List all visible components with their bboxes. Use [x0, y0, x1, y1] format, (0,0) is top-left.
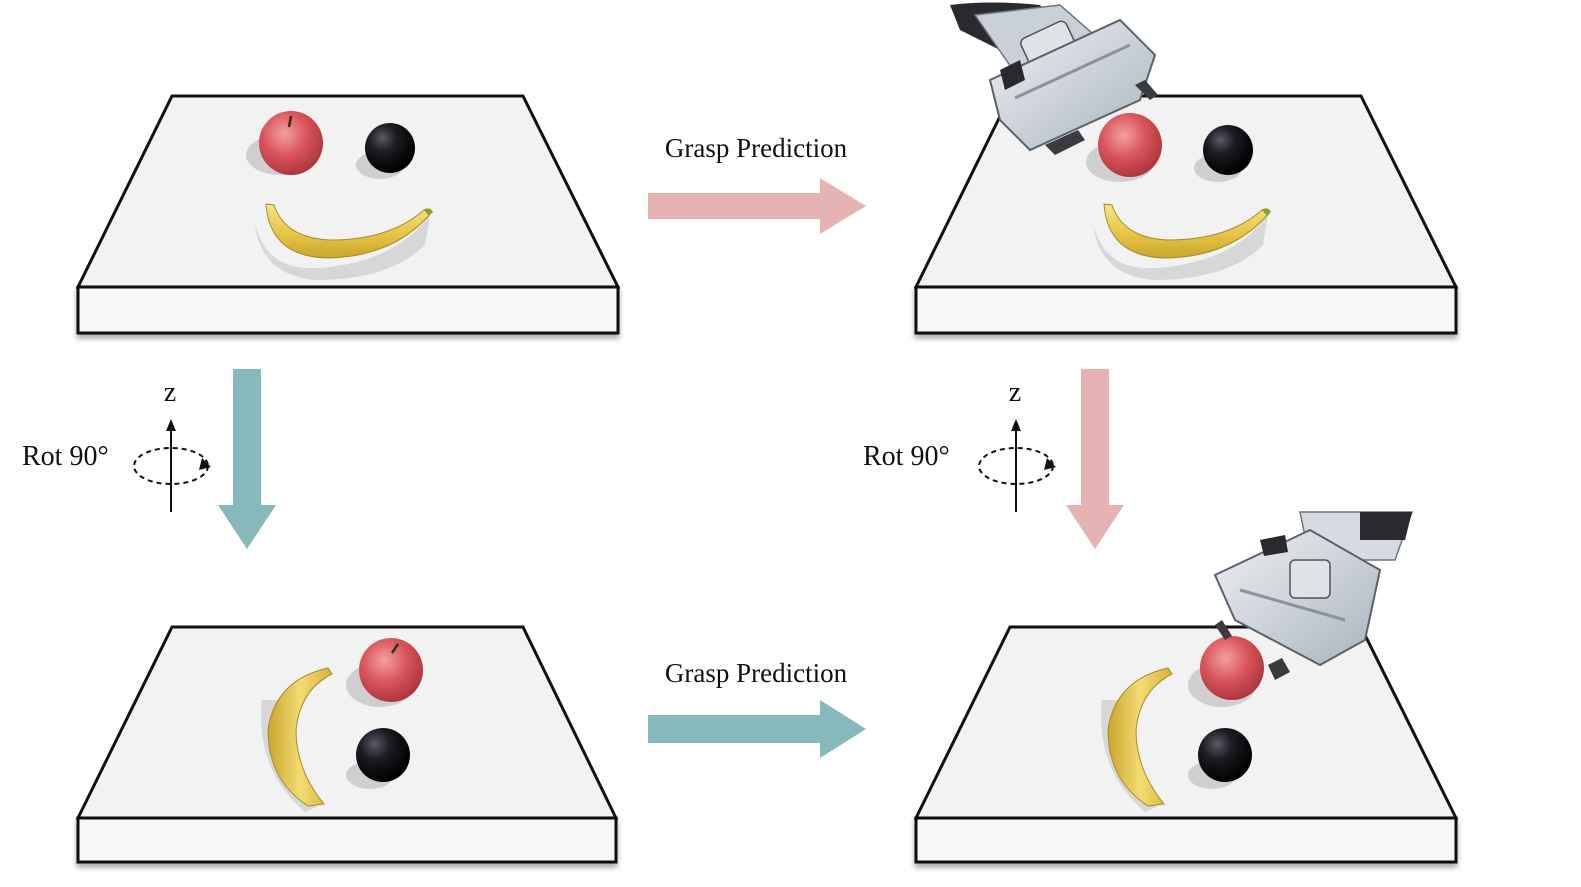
robot-gripper-top: [950, 2, 1158, 155]
grasp-arrow-top: [648, 178, 866, 234]
banana-shadow: [1093, 215, 1268, 280]
table-top-right: [913, 2, 1459, 335]
dark-apple: [1203, 125, 1253, 175]
rotation-arrowhead: [199, 458, 211, 470]
rot-label-left: Rot 90°: [22, 441, 109, 472]
banana: [267, 667, 333, 807]
table-bottom-left: [75, 625, 619, 864]
table-surface: [913, 94, 1459, 289]
grasp-prediction-label-bottom: Grasp Prediction: [665, 658, 848, 688]
robot-wrist-dark: [1360, 512, 1412, 540]
robot-gripper-slot: [1239, 588, 1346, 622]
z-axis-arrowhead: [166, 419, 176, 431]
apple-stem: [287, 115, 293, 128]
grasp-prediction-label-top: Grasp Prediction: [665, 133, 848, 163]
robot-finger-right: [1268, 658, 1290, 680]
table-edge: [76, 816, 618, 864]
grasp-arrow-bottom: [648, 700, 866, 758]
apple-stem: [390, 643, 400, 654]
table-edge: [914, 816, 1458, 864]
dark-apple: [356, 728, 410, 782]
robot-finger-left: [1045, 130, 1085, 155]
rotation-arrowhead: [1044, 458, 1056, 470]
robot-sensor: [1000, 60, 1025, 90]
apple: [1200, 636, 1264, 700]
banana-tip: [424, 208, 433, 216]
dark-apple: [1198, 728, 1252, 782]
rot-label-right: Rot 90°: [863, 441, 950, 472]
apple: [359, 638, 423, 702]
table-surface: [75, 625, 619, 820]
z-axis-label-left: z: [164, 377, 176, 408]
apple: [1098, 113, 1162, 177]
dark-apple: [365, 123, 415, 173]
banana: [1107, 667, 1173, 807]
robot-finger-left: [1215, 620, 1232, 640]
rotate-arrow-left: [218, 369, 276, 549]
apple: [259, 111, 323, 175]
table-top-left: [75, 94, 621, 335]
robot-flange: [1289, 559, 1331, 599]
robot-gripper-bottom: [1213, 511, 1414, 680]
robot-sensor: [1260, 535, 1288, 556]
rotate-arrow-right: [1066, 369, 1124, 549]
table-surface: [913, 625, 1459, 820]
table-surface: [75, 94, 621, 289]
banana-shadow: [255, 215, 430, 280]
z-axis-arrowhead: [1011, 419, 1021, 431]
banana-tip: [1262, 208, 1271, 216]
z-axis-label-right: z: [1009, 377, 1021, 408]
robot-gripper-slot: [1014, 43, 1131, 100]
rotation-axis-icon-left: [133, 419, 211, 512]
table-bottom-right: [913, 511, 1459, 864]
table-edge: [76, 285, 620, 335]
table-edge: [914, 285, 1458, 335]
robot-finger-right: [1135, 80, 1158, 100]
rotation-axis-icon-right: [978, 419, 1056, 512]
